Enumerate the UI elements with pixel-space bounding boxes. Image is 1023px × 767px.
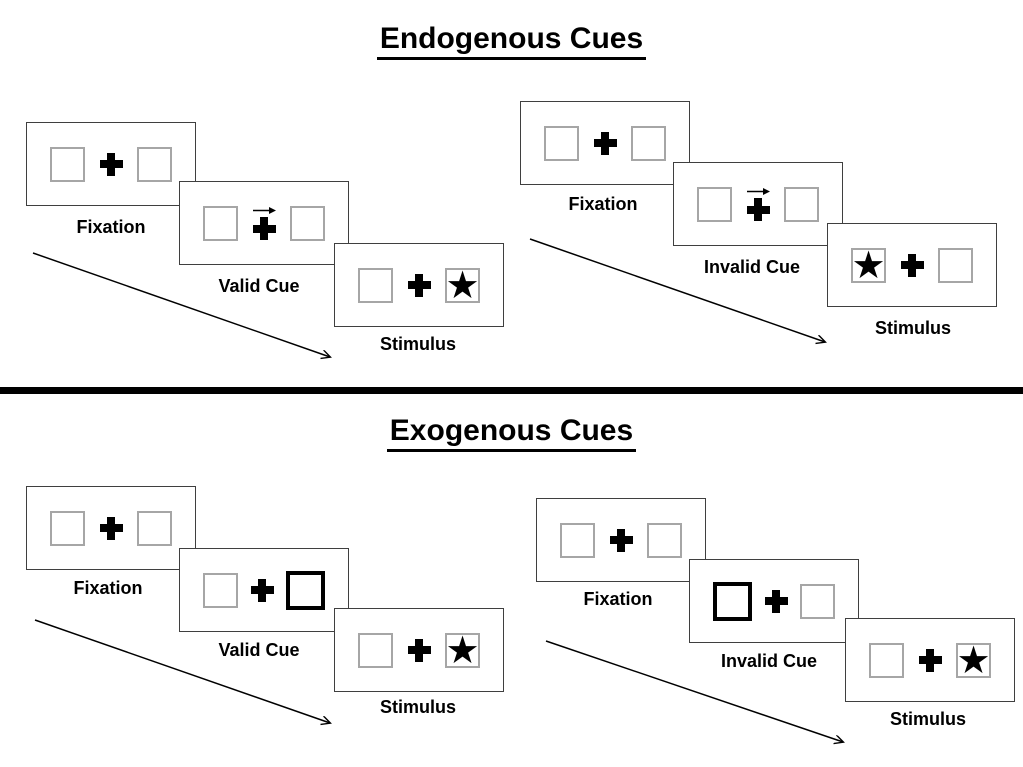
- right-box: [647, 522, 682, 558]
- star-box: ★: [851, 243, 886, 287]
- stimulus-panel: ★: [827, 223, 997, 307]
- stimulus-panel: ★: [845, 618, 1015, 702]
- right-box: [137, 510, 172, 546]
- star-stimulus-icon: ★: [445, 628, 480, 672]
- panel-label-fixation: Fixation: [76, 217, 146, 237]
- star-box: ★: [956, 638, 991, 682]
- left-box: [869, 642, 904, 678]
- endogenous-title: Endogenous Cues: [0, 22, 1023, 60]
- fixation-cross-icon: [609, 528, 633, 552]
- fixation-panel: [26, 122, 196, 206]
- left-box: [358, 632, 393, 668]
- left-box: [203, 572, 238, 608]
- fixation-cross-icon: [99, 152, 123, 176]
- star-stimulus-icon: ★: [851, 243, 886, 287]
- section-divider: [0, 387, 1023, 394]
- star-box: ★: [445, 263, 480, 307]
- invalid-cue-panel: [673, 162, 843, 246]
- left-box: [50, 146, 85, 182]
- right-box: [137, 146, 172, 182]
- panel-label-valid-cue: Valid Cue: [218, 276, 300, 296]
- left-box: [560, 522, 595, 558]
- star-box: ★: [445, 628, 480, 672]
- fixation-cross-icon: [764, 589, 788, 613]
- cue-arrow-right-icon: [746, 188, 770, 195]
- star-stimulus-icon: ★: [956, 638, 991, 682]
- cued-right-box: [286, 570, 325, 610]
- timeline-arrow-icon: [545, 640, 843, 742]
- left-box: [697, 186, 732, 222]
- cue-arrow-right-icon: [252, 207, 276, 214]
- left-box: [203, 205, 238, 241]
- panel-label-stimulus: Stimulus: [379, 697, 457, 717]
- fixation-panel: [26, 486, 196, 570]
- panel-label-valid-cue: Valid Cue: [218, 640, 300, 660]
- panel-label-fixation: Fixation: [583, 589, 653, 609]
- fixation-cross-icon: [900, 253, 924, 277]
- right-box: [938, 247, 973, 283]
- panel-label-stimulus: Stimulus: [379, 334, 457, 354]
- fixation-panel: [520, 101, 690, 185]
- panel-label-stimulus: Stimulus: [889, 709, 967, 729]
- fixation-cross-icon: [99, 516, 123, 540]
- timeline-arrow-icon: [32, 252, 330, 357]
- star-stimulus-icon: ★: [445, 263, 480, 307]
- stimulus-panel: ★: [334, 243, 504, 327]
- panel-label-fixation: Fixation: [73, 578, 143, 598]
- right-box: [631, 125, 666, 161]
- stimulus-panel: ★: [334, 608, 504, 692]
- fixation-cross-icon: [407, 638, 431, 662]
- valid-cue-panel: [179, 548, 349, 632]
- panel-label-fixation: Fixation: [568, 194, 638, 214]
- fixation-cross-icon: [252, 217, 276, 240]
- fixation-cross-icon: [407, 273, 431, 297]
- panel-label-invalid-cue: Invalid Cue: [703, 257, 801, 277]
- cued-left-box: [713, 581, 752, 621]
- timeline-arrow-icon: [34, 619, 330, 723]
- valid-cue-panel: [179, 181, 349, 265]
- fixation-cross-icon: [746, 198, 770, 221]
- right-box: [290, 205, 325, 241]
- left-box: [50, 510, 85, 546]
- timeline-arrow-icon: [529, 238, 825, 342]
- right-box: [784, 186, 819, 222]
- fixation-panel: [536, 498, 706, 582]
- fixation-cross-icon: [593, 131, 617, 155]
- exogenous-title: Exogenous Cues: [0, 414, 1023, 452]
- fixation-cross-icon: [918, 648, 942, 672]
- fixation-cross-icon: [250, 578, 274, 602]
- left-box: [544, 125, 579, 161]
- invalid-cue-panel: [689, 559, 859, 643]
- left-box: [358, 267, 393, 303]
- panel-label-stimulus: Stimulus: [874, 318, 952, 338]
- panel-label-invalid-cue: Invalid Cue: [720, 651, 818, 671]
- right-box: [800, 583, 835, 619]
